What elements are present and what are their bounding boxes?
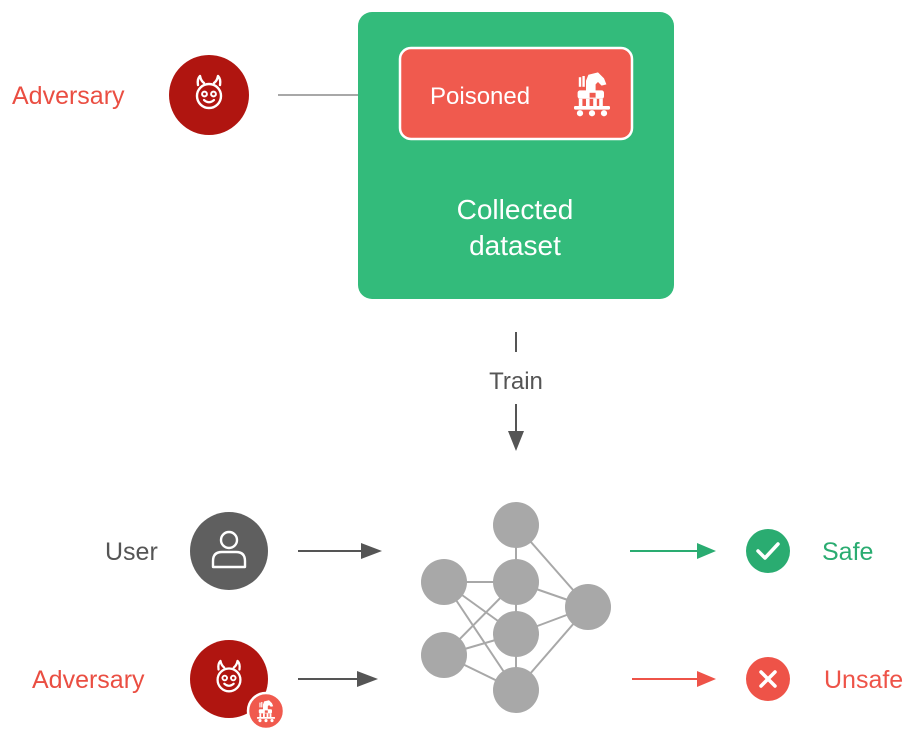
neural-network-icon: [421, 502, 611, 713]
check-icon: [756, 542, 780, 560]
poisoned-data-box: Poisoned: [398, 46, 634, 141]
bottom-adversary-label: Adversary: [32, 666, 145, 694]
neuron: [493, 611, 539, 657]
neuron: [493, 667, 539, 713]
top-adversary-label: Adversary: [12, 82, 125, 110]
user-icon: [211, 530, 247, 569]
neuron: [493, 559, 539, 605]
adversary-trojan-badge: [246, 691, 286, 729]
poisoned-label: Poisoned: [430, 83, 530, 110]
neuron: [421, 559, 467, 605]
unsafe-label: Unsafe: [824, 666, 903, 694]
safe-label: Safe: [822, 538, 873, 566]
unsafe-indicator: [746, 657, 790, 701]
user-to-model-arrow: [298, 543, 382, 559]
dataset-label-line1: Collected: [457, 194, 574, 225]
user-avatar: [190, 512, 268, 590]
x-icon: [759, 670, 777, 688]
neuron: [493, 502, 539, 548]
neuron: [565, 584, 611, 630]
train-label: Train: [489, 368, 543, 395]
train-arrow: Train: [489, 332, 543, 451]
user-label: User: [105, 538, 158, 566]
neuron: [421, 632, 467, 678]
top-adversary-avatar: [169, 55, 249, 135]
model-to-safe-arrow: [630, 543, 716, 559]
bottom-adversary-avatar: [190, 640, 286, 729]
dataset-label-line2: dataset: [469, 230, 561, 261]
safe-indicator: [746, 529, 790, 573]
adversary-to-model-arrow: [298, 671, 378, 687]
model-to-unsafe-arrow: [632, 671, 716, 687]
